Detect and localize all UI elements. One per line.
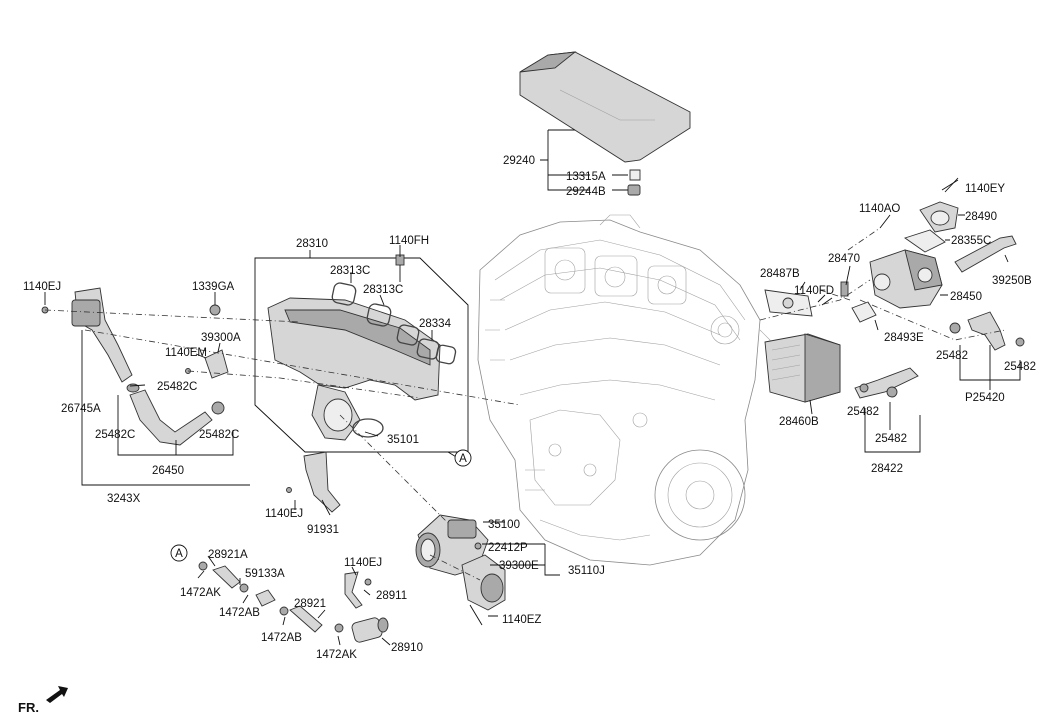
part-label-25482-b: 25482 — [1004, 361, 1036, 373]
part-label-28470: 28470 — [828, 253, 860, 265]
part-label-1140EZ: 1140EZ — [502, 614, 541, 626]
part-label-25482-c: 25482 — [847, 406, 879, 418]
leader-lines — [44, 179, 1021, 646]
hose-28921 — [279, 605, 323, 633]
part-label-1140AO: 1140AO — [859, 203, 900, 215]
part-label-1472AK-1: 1472AK — [180, 587, 221, 599]
part-label-28910: 28910 — [391, 642, 423, 654]
part-label-25482-a: 25482 — [936, 350, 968, 362]
part-label-1339GA: 1339GA — [192, 281, 235, 293]
intake-manifold-28310 — [254, 254, 469, 453]
part-label-26450: 26450 — [152, 465, 184, 477]
part-label-P25420: P25420 — [965, 392, 1005, 404]
sensor-28910 — [334, 617, 389, 643]
part-label-1140EY: 1140EY — [965, 183, 1005, 195]
part-label-26745A: 26745A — [61, 403, 101, 415]
throttle-assembly-35110J — [461, 542, 506, 626]
part-label-1140FD: 1140FD — [794, 285, 834, 297]
part-label-28313C-2: 28313C — [363, 284, 403, 296]
part-label-22412P: 22412P — [488, 542, 528, 554]
part-label-25482C-3: 25482C — [199, 429, 239, 441]
engine-cover-29240 — [519, 51, 691, 196]
front-direction-arrow — [46, 686, 68, 703]
part-label-28355C: 28355C — [951, 235, 991, 247]
hose-28921A — [198, 561, 241, 589]
part-labels: 29240 13315A 29244B 1140EY 1140AO 28490 … — [18, 155, 1036, 715]
throttle-body-35100 — [415, 514, 489, 576]
valve-59133A — [239, 583, 276, 607]
part-label-28921: 28921 — [294, 598, 326, 610]
part-label-35100: 35100 — [488, 519, 520, 531]
part-label-39300A: 39300A — [201, 332, 241, 344]
part-label-28334: 28334 — [419, 318, 452, 330]
front-label: FR. — [18, 700, 39, 715]
pipe-91931 — [286, 451, 341, 513]
engine-block — [477, 214, 771, 566]
part-label-28921A: 28921A — [208, 549, 248, 561]
egr-cooler-28460B — [764, 333, 841, 403]
coolant-pipe-26745A — [41, 287, 133, 383]
part-label-35101: 35101 — [387, 434, 419, 446]
part-label-25482-d: 25482 — [875, 433, 907, 445]
gasket-28355C — [903, 229, 946, 253]
part-label-28911: 28911 — [376, 590, 407, 602]
hose-39250B — [954, 235, 1017, 273]
part-label-39250B: 39250B — [992, 275, 1032, 287]
part-label-1472AK-2: 1472AK — [316, 649, 357, 661]
part-label-91931: 91931 — [307, 524, 339, 536]
part-label-28313C-1: 28313C — [330, 265, 370, 277]
gasket-28493E — [851, 301, 877, 323]
part-label-1472AB-1: 1472AB — [219, 607, 260, 619]
bracket-28911 — [344, 571, 372, 609]
callout-circle-a-2: A — [170, 544, 188, 562]
egr-valve-28450 — [869, 249, 943, 309]
part-label-13315A: 13315A — [566, 171, 606, 183]
part-label-29240: 29240 — [503, 155, 535, 167]
part-label-1140EM: 1140EM — [165, 347, 207, 359]
callout-a-text-1: A — [459, 453, 467, 465]
part-label-28450: 28450 — [950, 291, 982, 303]
coolant-hose-26450 — [126, 383, 225, 446]
part-label-28490: 28490 — [965, 211, 997, 223]
part-label-1472AB-2: 1472AB — [261, 632, 302, 644]
part-label-28493E: 28493E — [884, 332, 924, 344]
part-label-1140EJ-3: 1140EJ — [344, 557, 382, 569]
part-label-28487B: 28487B — [760, 268, 800, 280]
part-label-1140FH: 1140FH — [389, 235, 429, 247]
bracket-39300A — [185, 304, 229, 379]
callout-a-text-2: A — [175, 548, 183, 560]
part-label-25482C-2: 25482C — [95, 429, 135, 441]
part-label-28460B: 28460B — [779, 416, 819, 428]
bolts-egr — [821, 214, 891, 306]
part-label-3243X: 3243X — [107, 493, 141, 505]
hose-28422 — [854, 367, 919, 399]
callout-circle-a-1: A — [454, 449, 472, 467]
part-label-59133A: 59133A — [245, 568, 285, 580]
hose-P25420 — [949, 311, 1025, 351]
part-label-25482C-1: 25482C — [157, 381, 197, 393]
part-label-28422: 28422 — [871, 463, 903, 475]
part-label-28310: 28310 — [296, 238, 328, 250]
part-label-39300E: 39300E — [499, 560, 539, 572]
assembly-centerlines — [44, 227, 1006, 581]
pipe-28490 — [919, 177, 959, 233]
gasket-28487B — [764, 289, 813, 317]
part-label-1140EJ-2: 1140EJ — [265, 508, 303, 520]
part-label-29244B: 29244B — [566, 186, 606, 198]
part-label-1140EJ-1: 1140EJ — [23, 281, 61, 293]
part-label-35110J: 35110J — [568, 565, 605, 577]
